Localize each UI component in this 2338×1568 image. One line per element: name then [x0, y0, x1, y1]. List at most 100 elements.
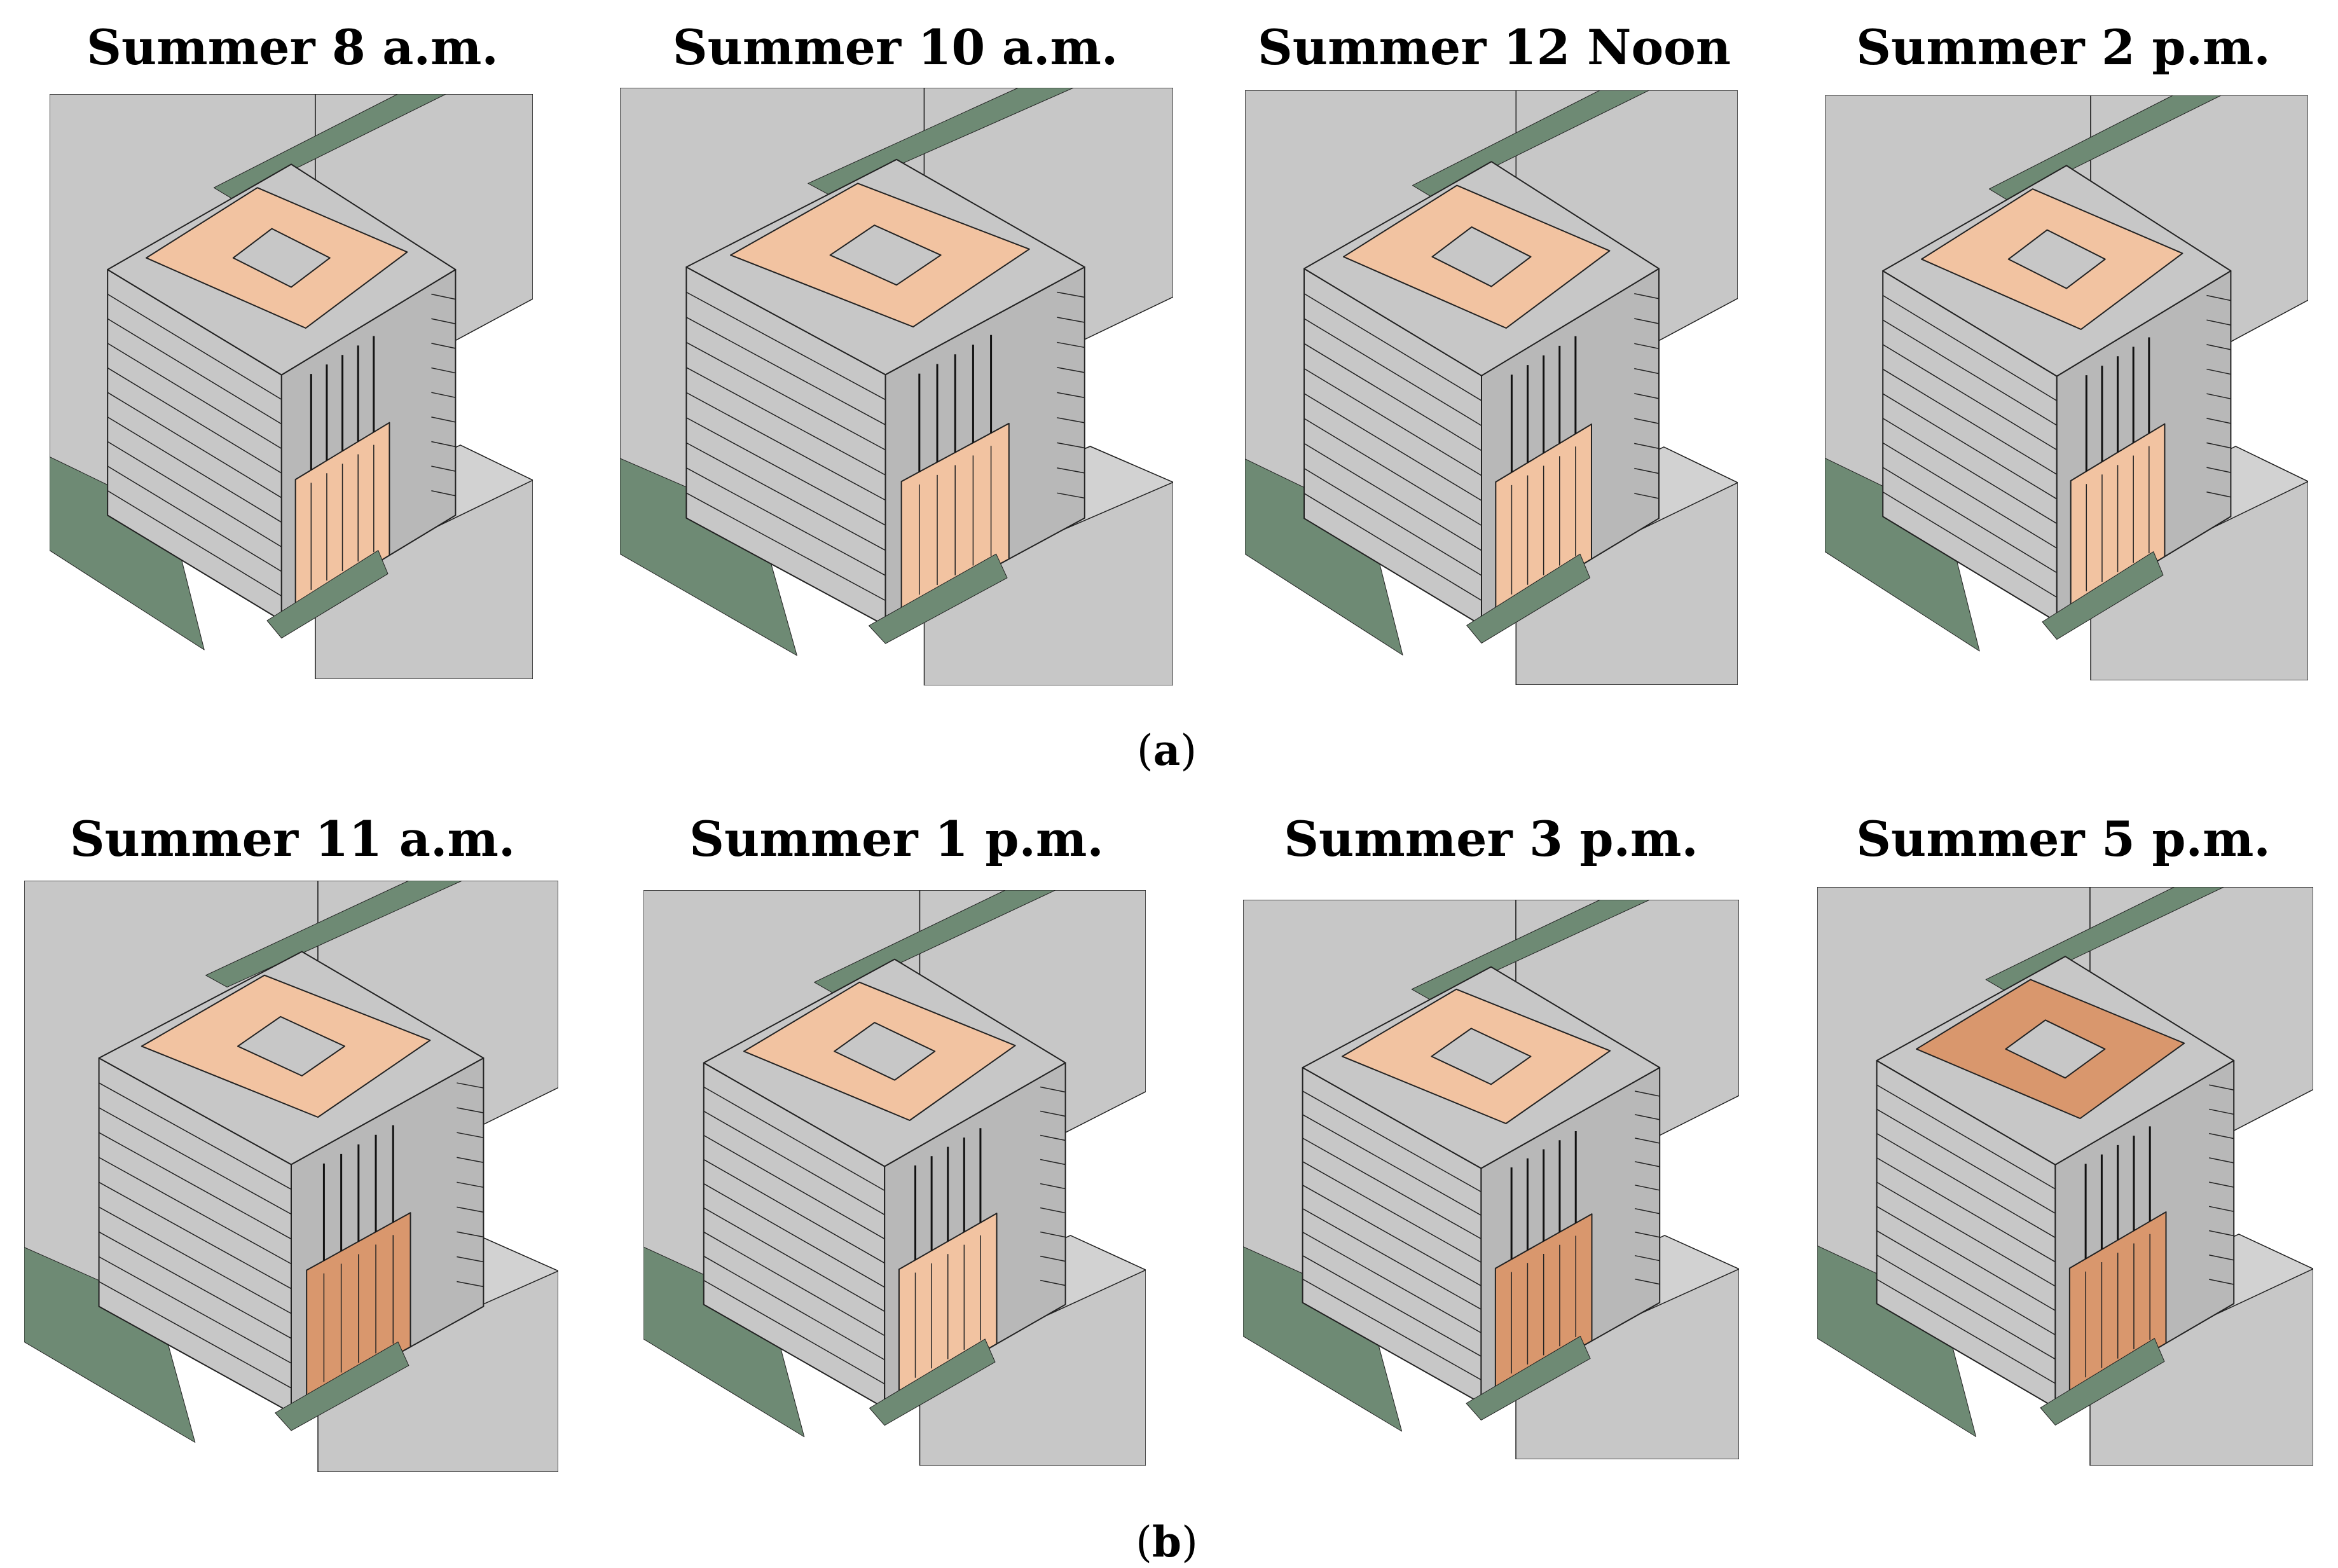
- floor-line-left: [1303, 418, 1482, 526]
- roof-courtyard-void: [829, 224, 942, 286]
- floor-line-right: [1057, 467, 1085, 474]
- floor-line-left: [1302, 1090, 1482, 1193]
- panel-title-b2: Summer 1 p.m.: [689, 811, 1104, 867]
- roof-courtyard-void: [834, 1022, 936, 1081]
- floor-line-right: [1634, 393, 1660, 399]
- floor-line-left: [1882, 319, 2058, 426]
- floor-line-left: [1876, 1206, 2056, 1311]
- floor-line-right: [2209, 1108, 2234, 1115]
- floor-line-left: [703, 1231, 885, 1337]
- floor-line-left: [1876, 1084, 2056, 1190]
- floor-line-right: [2206, 294, 2231, 301]
- floor-line-right: [1634, 493, 1660, 499]
- floor-line-right: [1057, 442, 1085, 449]
- floor-line-left: [1882, 467, 2058, 574]
- ground-shadow-front: [275, 1341, 409, 1431]
- floor-line-right: [1635, 1114, 1660, 1120]
- caption-a-letter: a: [1153, 726, 1181, 775]
- floor-line-right: [1040, 1086, 1066, 1093]
- floor-line-left: [686, 291, 886, 401]
- floor-line-right: [1040, 1134, 1066, 1141]
- floor-line-left: [1876, 1181, 2056, 1287]
- ground-shadow-front: [2042, 551, 2164, 640]
- floor-line-left: [1882, 418, 2058, 525]
- floor-line-right: [457, 1256, 484, 1263]
- scene-a3: [1245, 90, 1738, 685]
- floor-line-left: [1876, 1133, 2056, 1239]
- floor-line-right: [2209, 1157, 2234, 1164]
- floor-line-left: [703, 1159, 885, 1264]
- floor-line-left: [703, 1134, 885, 1240]
- floor-line-right: [1634, 293, 1660, 299]
- floor-line-left: [1302, 1114, 1482, 1216]
- floor-line-left: [686, 417, 886, 526]
- floor-line-left: [1876, 1255, 2056, 1360]
- floor-line-left: [107, 465, 282, 572]
- floor-line-left: [686, 392, 886, 501]
- floor-line-left: [99, 1181, 292, 1289]
- roof-courtyard-void: [237, 1015, 345, 1076]
- floor-line-left: [1882, 442, 2058, 549]
- floor-line-left: [1303, 493, 1482, 601]
- floor-line-left: [1876, 1279, 2056, 1384]
- floor-line-left: [1876, 1230, 2056, 1335]
- panel-title-b1: Summer 11 a.m.: [69, 811, 516, 867]
- floor-line-left: [686, 317, 886, 425]
- floor-line-right: [1057, 291, 1085, 298]
- floor-line-left: [1882, 344, 2058, 451]
- floor-line-left: [1302, 1232, 1482, 1333]
- floor-line-right: [1635, 1161, 1660, 1167]
- panel-title-a4: Summer 2 p.m.: [1856, 19, 2271, 76]
- floor-line-left: [703, 1086, 885, 1192]
- floor-line-right: [431, 293, 456, 300]
- floor-line-right: [431, 367, 456, 374]
- floor-line-right: [1635, 1185, 1660, 1191]
- floor-line-right: [2206, 319, 2231, 326]
- floor-line-right: [2209, 1206, 2234, 1213]
- floor-line-left: [99, 1082, 292, 1190]
- floor-line-right: [2206, 393, 2231, 399]
- floor-line-left: [1302, 1255, 1482, 1357]
- roof-courtyard-void: [2005, 1019, 2106, 1079]
- scene-b1: [24, 881, 558, 1472]
- floor-line-right: [457, 1206, 484, 1213]
- floor-line-left: [107, 392, 282, 499]
- floor-line-left: [686, 442, 886, 551]
- floor-line-left: [1303, 318, 1482, 426]
- caption-a: (a): [1136, 726, 1197, 775]
- floor-line-right: [1635, 1090, 1660, 1097]
- ground-shadow-strip: [205, 881, 463, 987]
- floor-line-right: [1634, 343, 1660, 350]
- ground-shadow-front: [869, 553, 1008, 644]
- floor-line-left: [99, 1206, 292, 1314]
- roof-courtyard-void: [1431, 1028, 1532, 1085]
- scene-b2: [643, 890, 1146, 1466]
- caption-b: (b): [1136, 1517, 1198, 1567]
- floor-line-left: [107, 343, 282, 450]
- floor-line-left: [107, 367, 282, 474]
- floor-line-right: [431, 343, 456, 349]
- floor-line-left: [99, 1231, 292, 1339]
- floor-line-left: [1302, 1208, 1482, 1310]
- floor-line-left: [1876, 1108, 2056, 1214]
- floor-line-left: [1882, 393, 2058, 500]
- floor-line-right: [2209, 1132, 2234, 1139]
- floor-line-right: [1635, 1278, 1660, 1285]
- panel-title-a2: Summer 10 a.m.: [672, 19, 1118, 76]
- floor-line-right: [1634, 418, 1660, 424]
- floor-line-right: [1040, 1159, 1066, 1166]
- floor-line-left: [1303, 343, 1482, 451]
- floor-line-right: [1057, 317, 1085, 323]
- floor-line-left: [686, 492, 886, 602]
- floor-line-right: [2206, 467, 2231, 473]
- floor-line-right: [2206, 442, 2231, 449]
- floor-line-right: [2209, 1255, 2234, 1261]
- floor-line-right: [457, 1082, 484, 1089]
- roof-courtyard-void: [2007, 229, 2106, 289]
- floor-line-right: [2206, 418, 2231, 424]
- floor-line-right: [2206, 368, 2231, 375]
- floor-line-right: [1057, 417, 1085, 423]
- floor-line-left: [686, 341, 886, 451]
- floor-line-left: [703, 1207, 885, 1312]
- floor-line-left: [703, 1279, 885, 1385]
